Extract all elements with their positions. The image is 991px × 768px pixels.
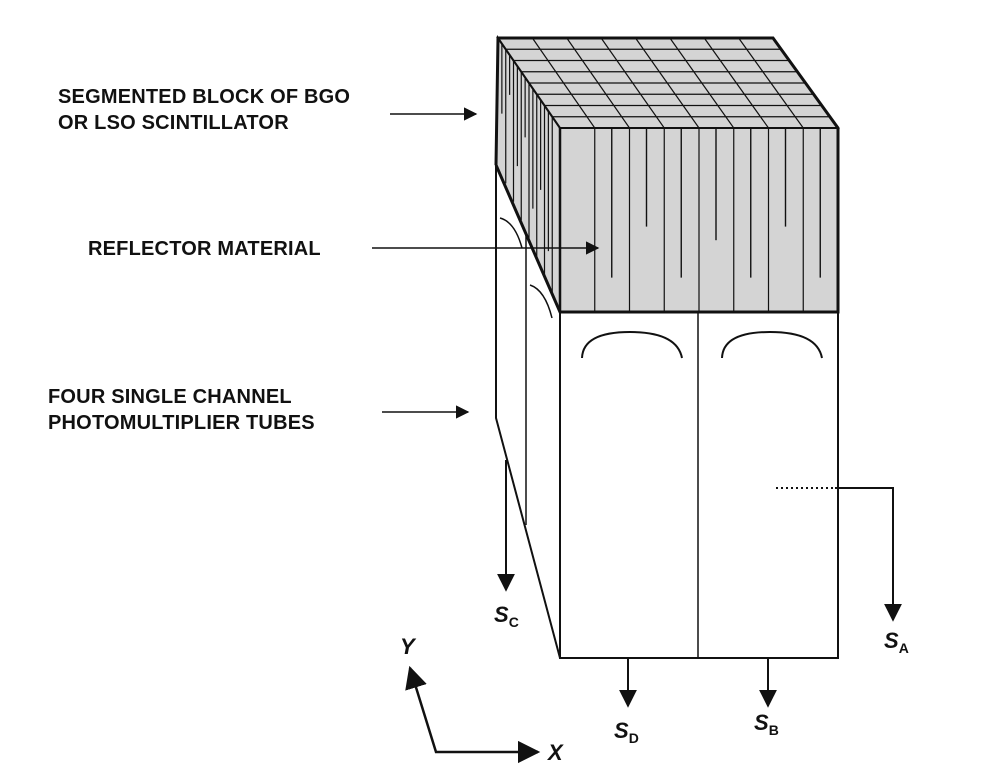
reflector-cuts: [501, 43, 821, 278]
crystal-top-column-line: [703, 37, 769, 129]
signal-b-label: SB: [754, 710, 779, 738]
scintillator-label: SEGMENTED BLOCK OF BGO OR LSO SCINTILLAT…: [58, 84, 350, 136]
scintillator-label-line2: OR LSO SCINTILLATOR: [58, 112, 289, 134]
pmt-label-line2: PHOTOMULTIPLIER TUBES: [48, 412, 315, 434]
pmt-label-line1: FOUR SINGLE CHANNEL: [48, 386, 292, 408]
scintillator-label-line1: SEGMENTED BLOCK OF BGO: [58, 86, 351, 108]
pmt-front-face: [559, 311, 839, 659]
crystal-top-column-line: [738, 37, 804, 129]
pmt-front-dome-1: [581, 330, 683, 359]
signal-c-label: SC: [494, 602, 519, 630]
axis-y-label: Y: [400, 634, 417, 659]
crystal-top-column-line: [669, 37, 735, 129]
coordinate-axes: [405, 665, 541, 764]
reflector-label: REFLECTOR MATERIAL: [88, 238, 321, 260]
pmt-label: FOUR SINGLE CHANNEL PHOTOMULTIPLIER TUBE…: [48, 384, 315, 436]
axis-x-label: X: [546, 740, 564, 765]
pmt-front-dome-2: [721, 330, 823, 359]
signal-a-arrow: [835, 487, 902, 622]
pmt-side-dome-1: [499, 217, 523, 249]
signal-a-label: SA: [884, 628, 909, 656]
signal-d-label: SD: [614, 718, 639, 746]
pmt-side-dome-2: [529, 284, 553, 319]
crystal-segment-grid: [505, 37, 830, 312]
